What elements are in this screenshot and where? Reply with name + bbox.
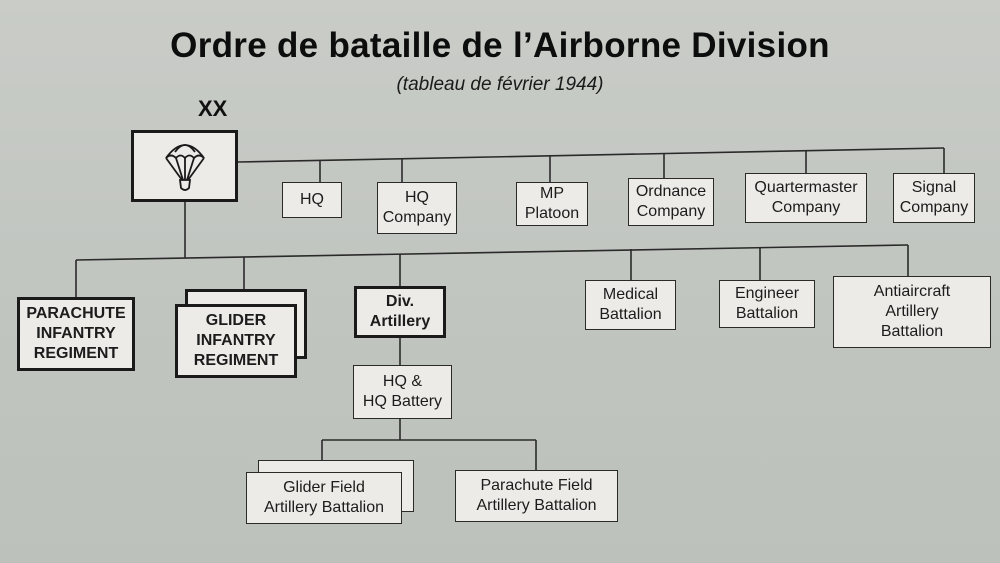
staff-unit-ordnance-company: Ordnance Company [628,178,714,226]
hq-battery-box: HQ & HQ Battery [353,365,452,419]
staff-unit-hq: HQ [282,182,342,218]
div-artillery-box: Div. Artillery [354,286,446,338]
staff-unit-hq-company: HQ Company [377,182,457,234]
division-box [131,130,238,202]
echelon-label: XX [198,96,228,121]
page-subtitle: (tableau de février 1944) [396,74,604,95]
staff-unit-signal-company: Signal Company [893,173,975,223]
medical-battalion-box: Medical Battalion [585,280,676,330]
parachute-field-artillery-battalion-box: Parachute Field Artillery Battalion [455,470,618,522]
engineer-battalion-box: Engineer Battalion [719,280,815,328]
glider-infantry-regiment-box: GLIDER INFANTRY REGIMENT [175,304,297,378]
parachute-infantry-regiment-box: PARACHUTE INFANTRY REGIMENT [17,297,135,371]
parachute-icon [164,144,205,191]
staff-unit-mp-platoon: MP Platoon [516,182,588,226]
antiaircraft-artillery-battalion-box: Antiaircraft Artillery Battalion [833,276,991,348]
page-title: Ordre de bataille de l’Airborne Division [170,26,830,65]
glider-field-artillery-battalion-box: Glider Field Artillery Battalion [246,472,402,524]
staff-unit-quartermaster-company: Quartermaster Company [745,173,867,223]
